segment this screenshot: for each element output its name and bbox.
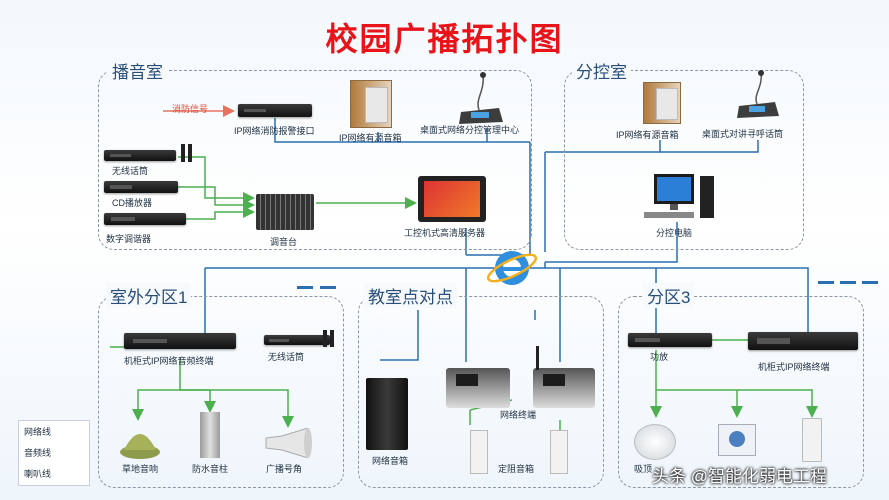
rack-terminal-3-device	[748, 332, 858, 350]
dash-mark	[862, 281, 878, 284]
network-lines	[204, 118, 809, 362]
rack-terminal-1-label: 机柜式IP网络音频终端	[124, 356, 214, 366]
legend-audio-label: 音频线	[24, 448, 52, 458]
net-terminal-1-device	[446, 368, 510, 408]
legend	[18, 420, 90, 486]
server-device	[418, 176, 486, 222]
horn-image	[265, 428, 312, 458]
audio-line-cd	[178, 186, 255, 211]
ip-fire-alarm-label: IP网络消防报警接口	[234, 126, 315, 136]
sub-ip-speaker-label: IP网络有源音箱	[616, 130, 679, 140]
tuner-label: 数字调谐器	[106, 234, 152, 244]
zone-outdoor-1-label: 室外分区1	[106, 283, 192, 308]
amplifier-label: 功放	[650, 352, 669, 362]
zone-outdoor-1	[98, 296, 344, 488]
mixer-device	[256, 194, 314, 230]
zone-classroom	[358, 296, 604, 488]
sub-speaker-image	[643, 82, 681, 124]
wall-speaker-label: 定阻音箱	[498, 464, 535, 474]
wireless-mic-2-label: 无线话筒	[268, 352, 305, 362]
net-terminal-2-device	[533, 368, 595, 408]
page-title: 校园广播拓扑图	[325, 21, 564, 57]
cd-player-device	[104, 181, 178, 193]
zone-3-label: 分区3	[643, 283, 695, 308]
zone-sub-control-label: 分控室	[572, 58, 631, 83]
column-speaker-image	[802, 418, 822, 462]
zone-broadcast-room	[98, 70, 532, 250]
audio-line-tuner	[186, 206, 255, 220]
wall-speaker-1-image	[470, 430, 488, 474]
dash-mark	[320, 286, 336, 289]
legend-network-label: 网络线	[24, 427, 52, 437]
watermark: 头条 @智能化弱电工程	[652, 467, 827, 486]
desk-mic-device	[459, 72, 503, 124]
server-label: 工控机式高清服务器	[404, 228, 486, 238]
server-screen	[424, 181, 480, 217]
ceiling-speaker-label: 吸顶	[634, 464, 653, 474]
zone-sub-control	[564, 70, 804, 250]
intercom-mic-device	[737, 70, 779, 118]
wireless-mic-label: 无线话筒	[112, 166, 149, 176]
mixer-label: 调音台	[270, 237, 298, 247]
ip-fire-alarm-device	[238, 104, 312, 117]
internet-icon	[486, 251, 538, 285]
net-terminal-label: 网络终端	[500, 410, 537, 420]
mic-icon	[323, 330, 334, 347]
lawn-speaker-image	[120, 434, 160, 459]
wireless-mic-2-receiver	[264, 335, 330, 345]
dash-mark	[297, 286, 313, 289]
cd-player-label: CD播放器	[112, 198, 152, 208]
sub-pc-label: 分控电脑	[656, 228, 693, 238]
rack-terminal-1-device	[124, 333, 236, 349]
net-speaker-label: 网络音箱	[372, 456, 409, 466]
dash-mark	[840, 281, 856, 284]
horn-label: 广播号角	[266, 464, 303, 474]
zone-3	[618, 296, 864, 488]
rack-terminal-3-label: 机柜式IP网络终端	[758, 362, 830, 372]
legend-horn-label: 喇叭线	[24, 469, 52, 479]
dash-mark	[818, 281, 834, 284]
net-speaker-image	[366, 378, 408, 450]
wireless-mic-receiver	[104, 150, 176, 161]
desk-manager-label: 桌面式网络分控管理中心	[420, 125, 520, 135]
waterproof-column-image	[200, 412, 220, 458]
fire-signal-label: 消防信号	[172, 104, 209, 114]
zone-classroom-label: 教室点对点	[364, 283, 457, 308]
desk-intercom-label: 桌面式对讲寻呼话筒	[702, 129, 784, 139]
wall-mount-speaker-image	[718, 424, 756, 456]
active-speaker-image	[350, 80, 392, 128]
mic-icon	[181, 144, 192, 162]
wall-speaker-2-image	[550, 430, 568, 474]
ip-speaker-label: IP网络有源音箱	[339, 133, 402, 143]
ceiling-speaker-image	[634, 424, 676, 460]
amplifier-device	[628, 333, 712, 347]
lawn-speaker-label: 草地音响	[122, 464, 159, 474]
waterproof-column-label: 防水音柱	[192, 464, 229, 474]
antenna-icon	[536, 346, 539, 370]
tuner-device	[104, 213, 186, 225]
sub-pc-device	[644, 174, 714, 218]
zone-broadcast-room-label: 播音室	[108, 58, 167, 83]
